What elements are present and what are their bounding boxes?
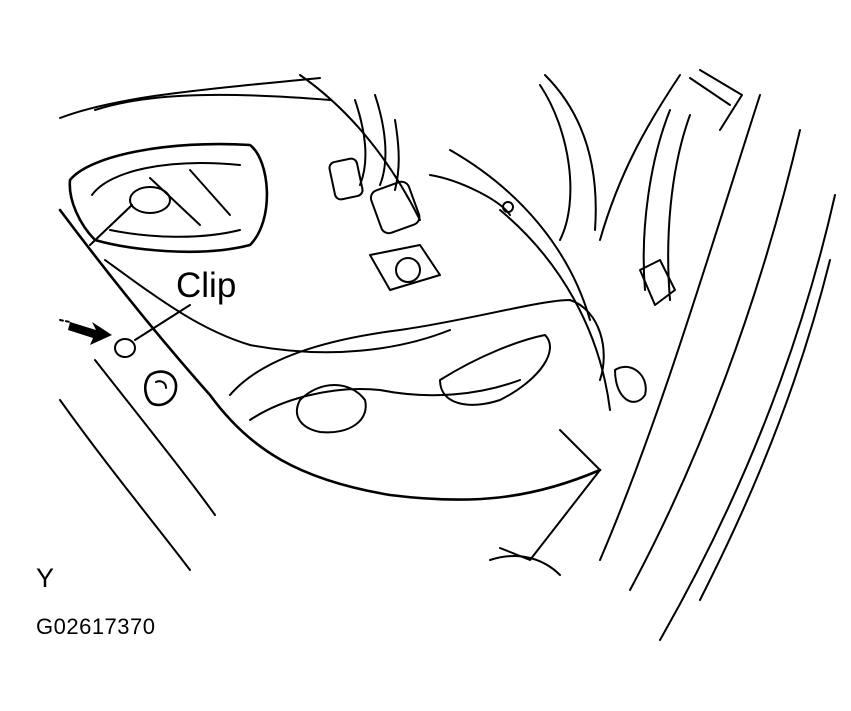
- connectors: [328, 94, 514, 291]
- body-outline-lines: [59, 69, 836, 641]
- right-bracket: [614, 109, 691, 403]
- view-marker: Y: [36, 563, 55, 593]
- fender-opening: [68, 142, 269, 254]
- clip-leader-line: [134, 304, 191, 341]
- clip-callout-label: Clip: [176, 266, 237, 305]
- lower-panel-lines: [59, 359, 216, 571]
- clip-hole: [114, 338, 136, 358]
- figure-id: G02617370: [36, 614, 156, 639]
- clip: [144, 370, 178, 407]
- clip-location: [114, 304, 191, 407]
- fender-liner-panel: [58, 149, 611, 576]
- arrow-icon: [59, 319, 112, 345]
